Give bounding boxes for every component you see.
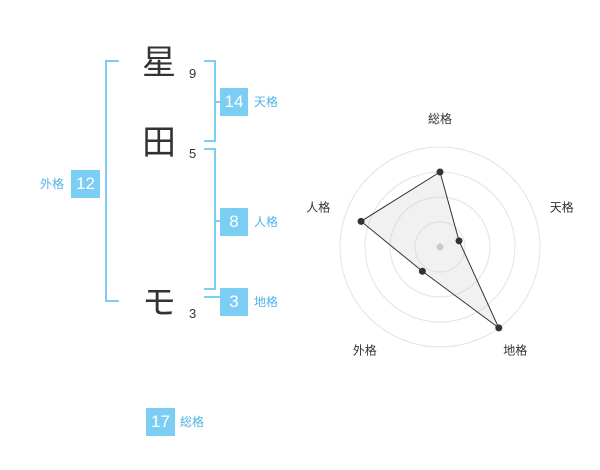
soukaku-label: 総格 [180,415,205,429]
radar-axis-label-4: 外格 [353,343,377,358]
radar-point-5 [357,217,365,225]
tenkaku-label: 天格 [254,95,279,109]
jinkaku-label: 人格 [254,215,279,229]
tenkaku-connector [214,101,220,103]
stroke-count-3: 3 [189,306,197,321]
radar-ring [339,146,541,348]
tenkaku-badge: 14 [220,88,248,116]
soukaku-badge: 17 [146,408,175,436]
gaikaku-badge: 12 [71,170,100,198]
gaikaku-bracket [105,60,119,302]
name-char-2: 田 [142,123,176,163]
stroke-count-2: 5 [189,146,197,161]
name-char-3: モ [142,283,176,323]
radar-center-dot [436,243,444,251]
chikaku-connector [204,296,220,298]
radar-ring [414,221,466,273]
radar-polygon [360,171,500,329]
chikaku-label: 地格 [254,295,279,309]
radar-point-3 [495,324,503,332]
stroke-count-1: 9 [189,66,197,81]
radar-axis-label-5: 人格 [306,199,330,214]
radar-point-2 [455,237,463,245]
name-char-1: 星 [142,43,176,83]
jinkaku-badge: 8 [220,208,248,236]
radar-axis-label-1: 総格 [428,111,452,126]
gaikaku-label: 外格 [40,177,65,191]
radar-point-4 [418,267,426,275]
chikaku-badge: 3 [220,288,248,316]
radar-axis-label-3: 地格 [503,343,527,358]
radar-axis-label-2: 天格 [550,199,574,214]
radar-point-1 [436,168,444,176]
jinkaku-connector [214,220,220,222]
radar-ring [389,196,491,298]
jinkaku-bracket [204,148,216,290]
